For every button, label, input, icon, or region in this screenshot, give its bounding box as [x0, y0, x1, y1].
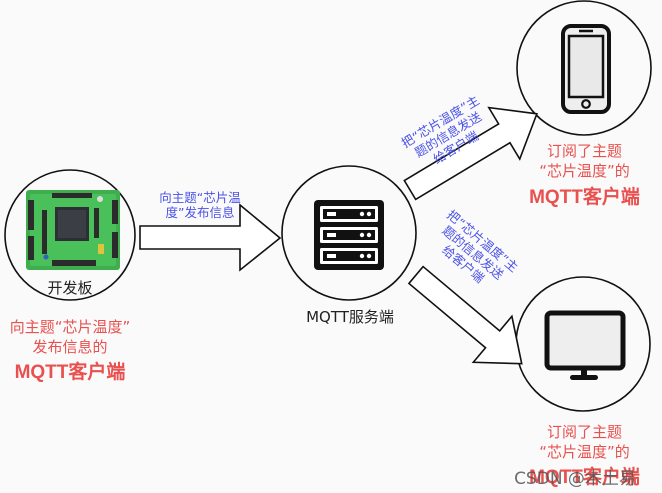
- publish-arrow-label-line1: 向主题“芯片温: [159, 190, 241, 205]
- dev-board-icon: [26, 190, 120, 270]
- monitor-caption-line2: “芯片温度”的: [539, 443, 630, 461]
- monitor-icon: [544, 310, 626, 380]
- monitor-caption-strong: MQTT客户端: [529, 467, 640, 488]
- publisher-device-label: 开发板: [47, 279, 93, 297]
- publisher-circle: [4, 169, 136, 301]
- publish-arrow: [139, 203, 282, 272]
- broker-label: MQTT服务端: [306, 308, 394, 326]
- publisher-caption-line1: 向主题“芯片温度”: [9, 318, 131, 336]
- phone-caption-line1: 订阅了主题: [546, 142, 622, 160]
- forward-arrow-top: [403, 106, 538, 201]
- server-icon: [314, 200, 384, 270]
- forward-arrow-bottom: [407, 265, 523, 365]
- publisher-caption-line2: 发布信息的: [32, 338, 108, 356]
- watermark: CSDN @木土易: [514, 469, 636, 489]
- broker-circle: [281, 165, 417, 301]
- monitor-caption-line1: 订阅了主题: [546, 423, 622, 441]
- publisher-caption-strong: MQTT客户端: [14, 362, 126, 383]
- publish-arrow-label-line2: 度”发布信息: [165, 205, 235, 220]
- phone-caption-line2: “芯片温度”的: [539, 162, 630, 180]
- phone-circle: [516, 0, 652, 136]
- phone-caption-strong: MQTT客户端: [529, 187, 640, 208]
- smartphone-icon: [561, 24, 611, 114]
